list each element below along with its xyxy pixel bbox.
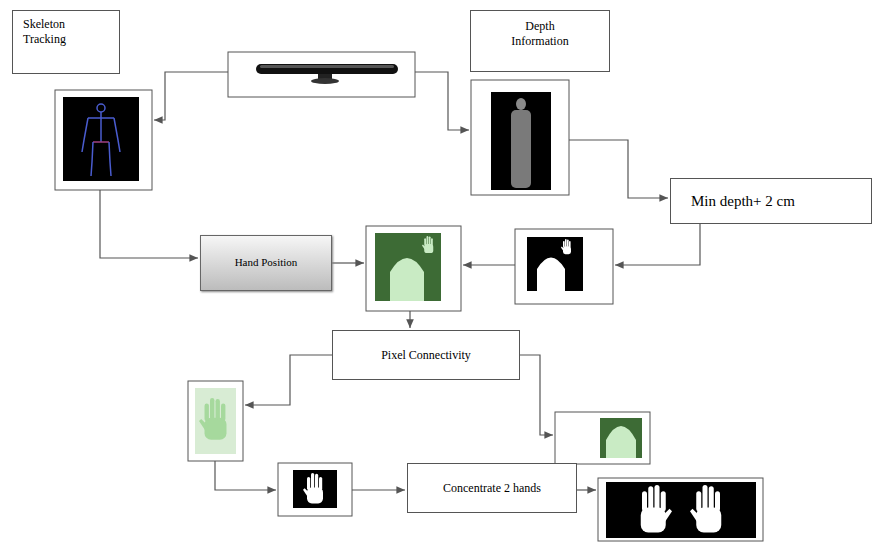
text-group: Hand Position	[231, 256, 301, 270]
person-head	[516, 98, 526, 110]
image-ground	[491, 92, 551, 190]
flow-arrow	[615, 224, 700, 265]
image-frame	[366, 226, 461, 311]
text-group: Skeleton Tracking	[23, 17, 87, 47]
single-hand-image	[278, 463, 352, 516]
flow-arrow	[520, 355, 553, 435]
text-group: Min depth+ 2 cm	[691, 192, 795, 211]
label-box: Depth Information	[470, 10, 610, 72]
flow-arrow	[352, 489, 405, 490]
image-ground	[527, 237, 583, 291]
image-ground	[293, 470, 337, 508]
hand-region	[303, 473, 323, 503]
process-box: Min depth+ 2 cm	[670, 178, 872, 224]
hand-region	[199, 398, 227, 440]
flow-arrow	[245, 355, 332, 405]
hand-region	[422, 236, 433, 253]
hand-region	[561, 239, 571, 254]
body-region	[606, 426, 636, 458]
image-ground	[195, 388, 236, 454]
person-body	[511, 110, 531, 188]
flow-arrow	[215, 461, 276, 490]
image-frame	[555, 412, 650, 464]
flow-arrow	[332, 262, 364, 263]
skeleton-figure	[82, 104, 120, 176]
threshold-image	[515, 229, 613, 304]
flow-arrow	[569, 140, 668, 198]
kinect-sensor	[228, 52, 415, 97]
flow-arrow	[409, 311, 410, 328]
node-label: Concentrate 2 hands	[443, 481, 541, 496]
flow-arrow	[100, 190, 198, 258]
flow-arrow	[154, 72, 228, 120]
process-box: Pixel Connectivity	[332, 330, 520, 380]
image-frame	[515, 229, 613, 304]
depth-image	[471, 80, 569, 195]
segmented-image	[366, 226, 461, 311]
image-ground	[606, 482, 756, 538]
sensor-highlight	[260, 65, 394, 68]
node-label: Pixel Connectivity	[381, 348, 471, 363]
process-box: Hand Position	[200, 235, 332, 291]
flow-arrow	[415, 72, 469, 130]
flow-arrow	[463, 264, 515, 265]
text-group: Depth Information	[498, 19, 582, 49]
image-frame	[55, 90, 152, 190]
image-frame	[471, 80, 569, 195]
node-label: Hand Position	[231, 256, 301, 270]
text-group: Concentrate 2 hands	[443, 481, 541, 496]
image-ground	[375, 233, 441, 301]
image-frame	[278, 463, 352, 516]
text-group: Pixel Connectivity	[381, 348, 471, 363]
two-hands-image	[598, 478, 763, 541]
body-region	[537, 258, 565, 292]
hand-image	[188, 381, 243, 461]
image-ground	[63, 97, 139, 181]
hand-region	[641, 485, 672, 533]
sensor-bar	[256, 64, 398, 74]
skeleton-image	[55, 90, 152, 190]
label-box: Skeleton Tracking	[12, 10, 120, 74]
node-label: Skeleton Tracking	[23, 17, 87, 47]
body-image	[555, 412, 650, 464]
sensor-base	[311, 78, 339, 84]
node-label: Min depth+ 2 cm	[691, 192, 795, 211]
image-ground	[600, 418, 642, 458]
flow-arrow	[577, 489, 596, 490]
image-frame	[598, 478, 763, 541]
body-region	[390, 258, 424, 301]
process-box: Concentrate 2 hands	[407, 463, 577, 513]
image-frame	[188, 381, 243, 461]
image-frame	[228, 52, 415, 97]
hand-region	[690, 485, 721, 533]
node-label: Depth Information	[498, 19, 582, 49]
flow-arrows	[100, 72, 700, 490]
